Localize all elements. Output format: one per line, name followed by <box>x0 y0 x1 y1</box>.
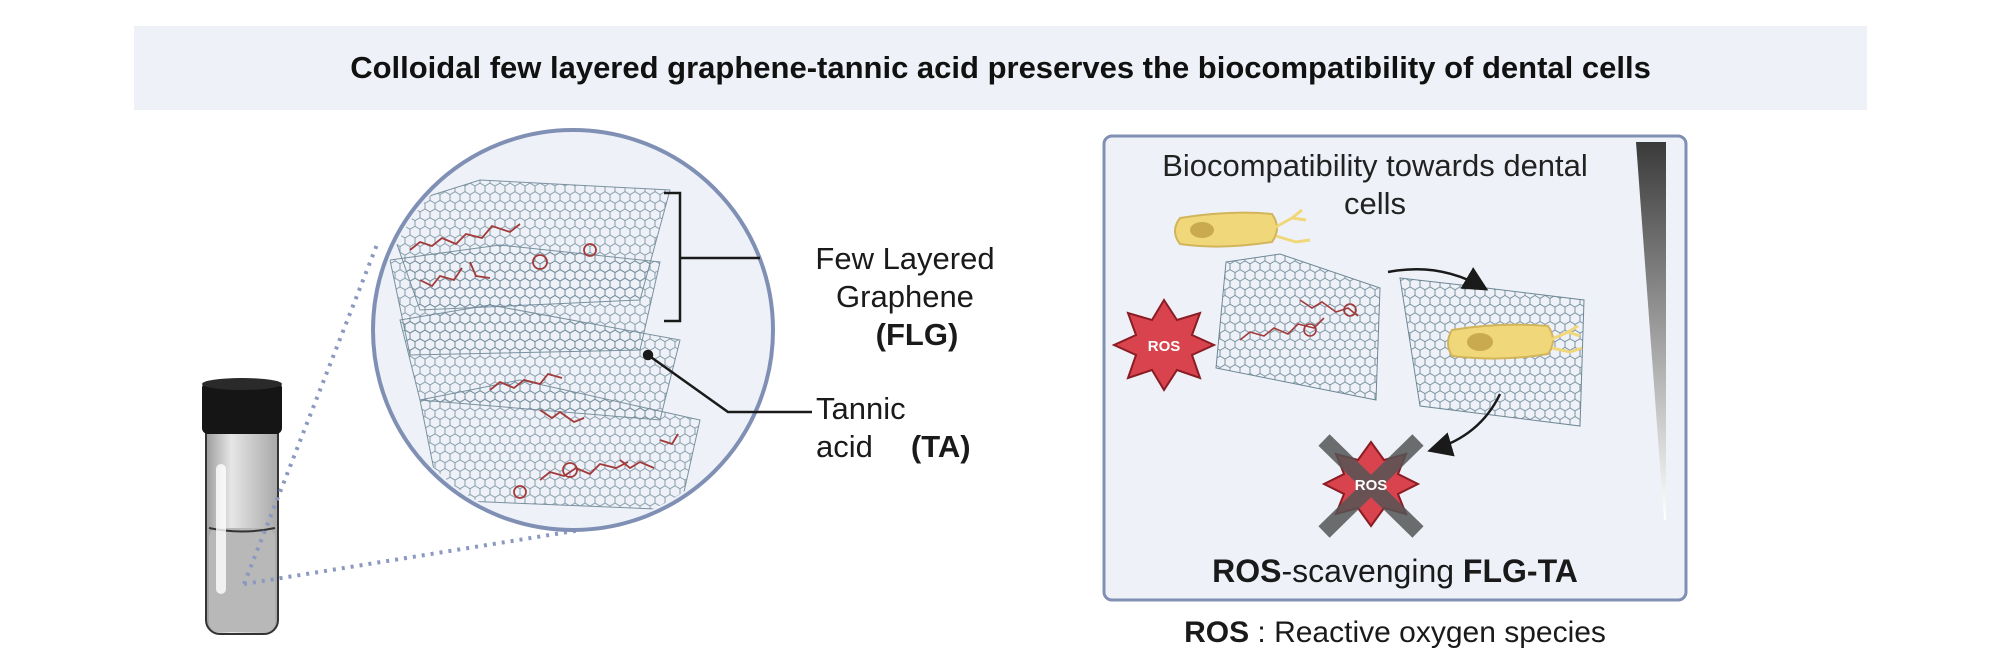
right-panel <box>1102 134 1688 602</box>
ros-crossed-icon: ROS <box>1318 434 1424 538</box>
ta-label: Tannic acid(TA) <box>816 391 971 464</box>
title-banner <box>134 26 1867 110</box>
vial-cap <box>202 382 282 434</box>
arrow-to-cell <box>1387 267 1489 291</box>
gradient-wedge <box>1636 142 1666 520</box>
footnote: ROS : Reactive oxygen species <box>1184 616 1606 649</box>
flg-label: Few Layered Graphene (FLG) <box>815 241 995 352</box>
vial <box>202 378 282 635</box>
ros-burst-icon: ROS <box>1111 298 1217 392</box>
panel-heading: Biocompatibility towards dental cells <box>1162 148 1588 221</box>
zoom-lines <box>242 241 619 586</box>
flg-ta-sheet-left <box>1215 253 1381 401</box>
arrow-to-scavenged-ros <box>1427 393 1502 457</box>
cross-out-icon <box>1318 434 1424 538</box>
flg-ta-molecules <box>1239 299 1359 341</box>
flg-bracket <box>664 191 760 323</box>
ta-pointer <box>642 349 812 414</box>
ros-crossed-label: ROS <box>1355 477 1388 494</box>
panel-caption: ROS-scavenging FLG-TA <box>1212 553 1578 589</box>
tannic-acid-molecules <box>409 223 679 499</box>
zoom-circle <box>371 128 775 532</box>
ros-badge-label: ROS <box>1148 338 1181 355</box>
dental-cell-on-sheet <box>1447 323 1583 360</box>
figure-title: Colloidal few layered graphene-tannic ac… <box>350 50 1651 85</box>
dental-cell-icon <box>1174 208 1311 248</box>
